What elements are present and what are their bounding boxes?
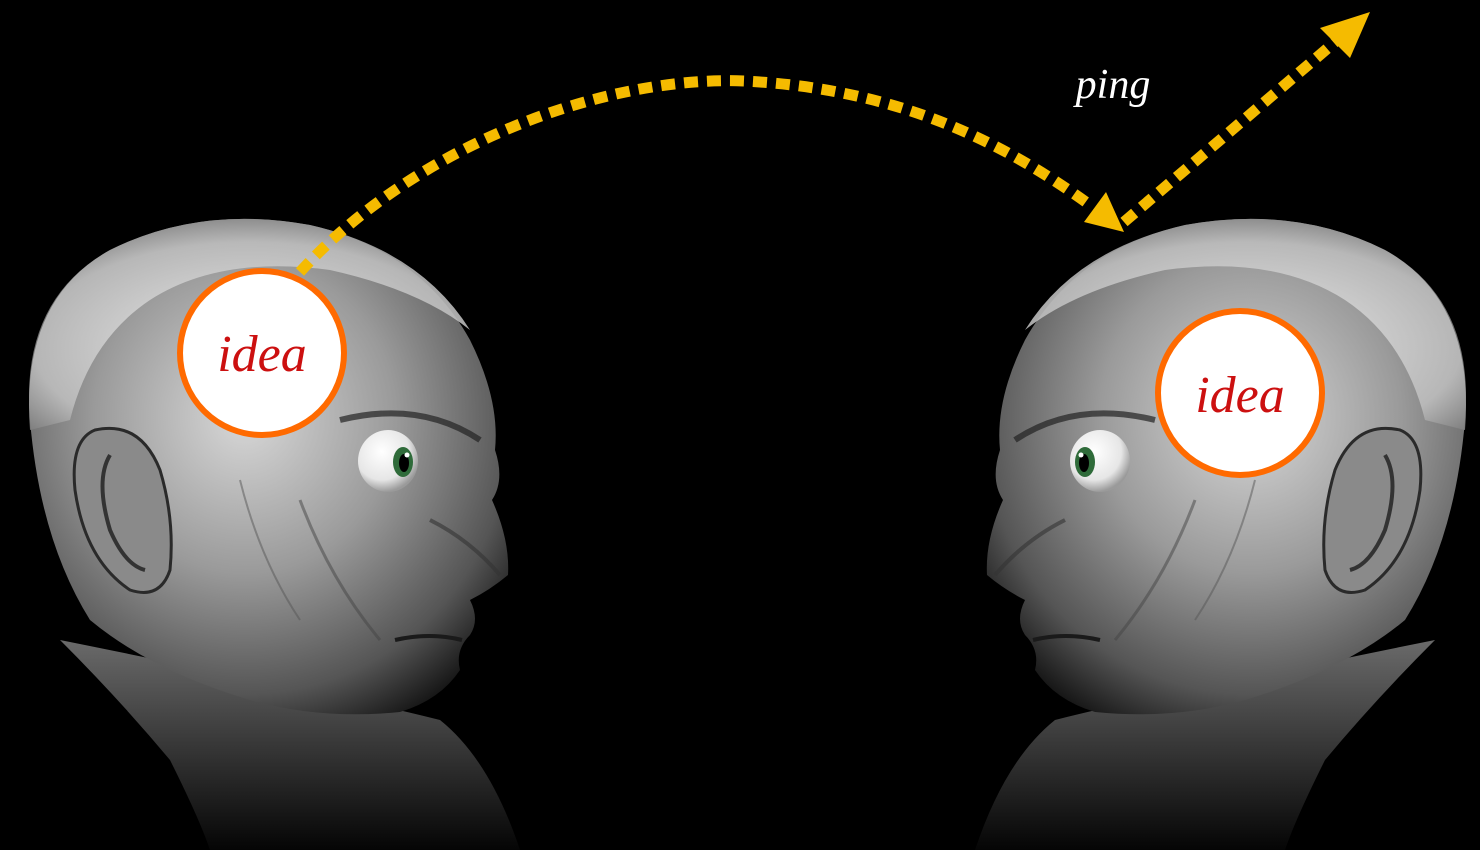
right-idea-label: idea <box>1195 367 1285 424</box>
ping-arc-arrow <box>300 81 1124 272</box>
googly-eye-icon <box>1070 430 1130 492</box>
googly-eye-icon <box>358 430 418 492</box>
ping-bounce-arrow <box>1124 12 1370 222</box>
arc-arrowhead <box>1084 192 1124 232</box>
left-idea-label: idea <box>217 326 307 383</box>
right-idea-bubble: idea <box>1158 311 1322 475</box>
ping-label: ping <box>1073 62 1151 108</box>
left-idea-bubble: idea <box>180 271 344 435</box>
